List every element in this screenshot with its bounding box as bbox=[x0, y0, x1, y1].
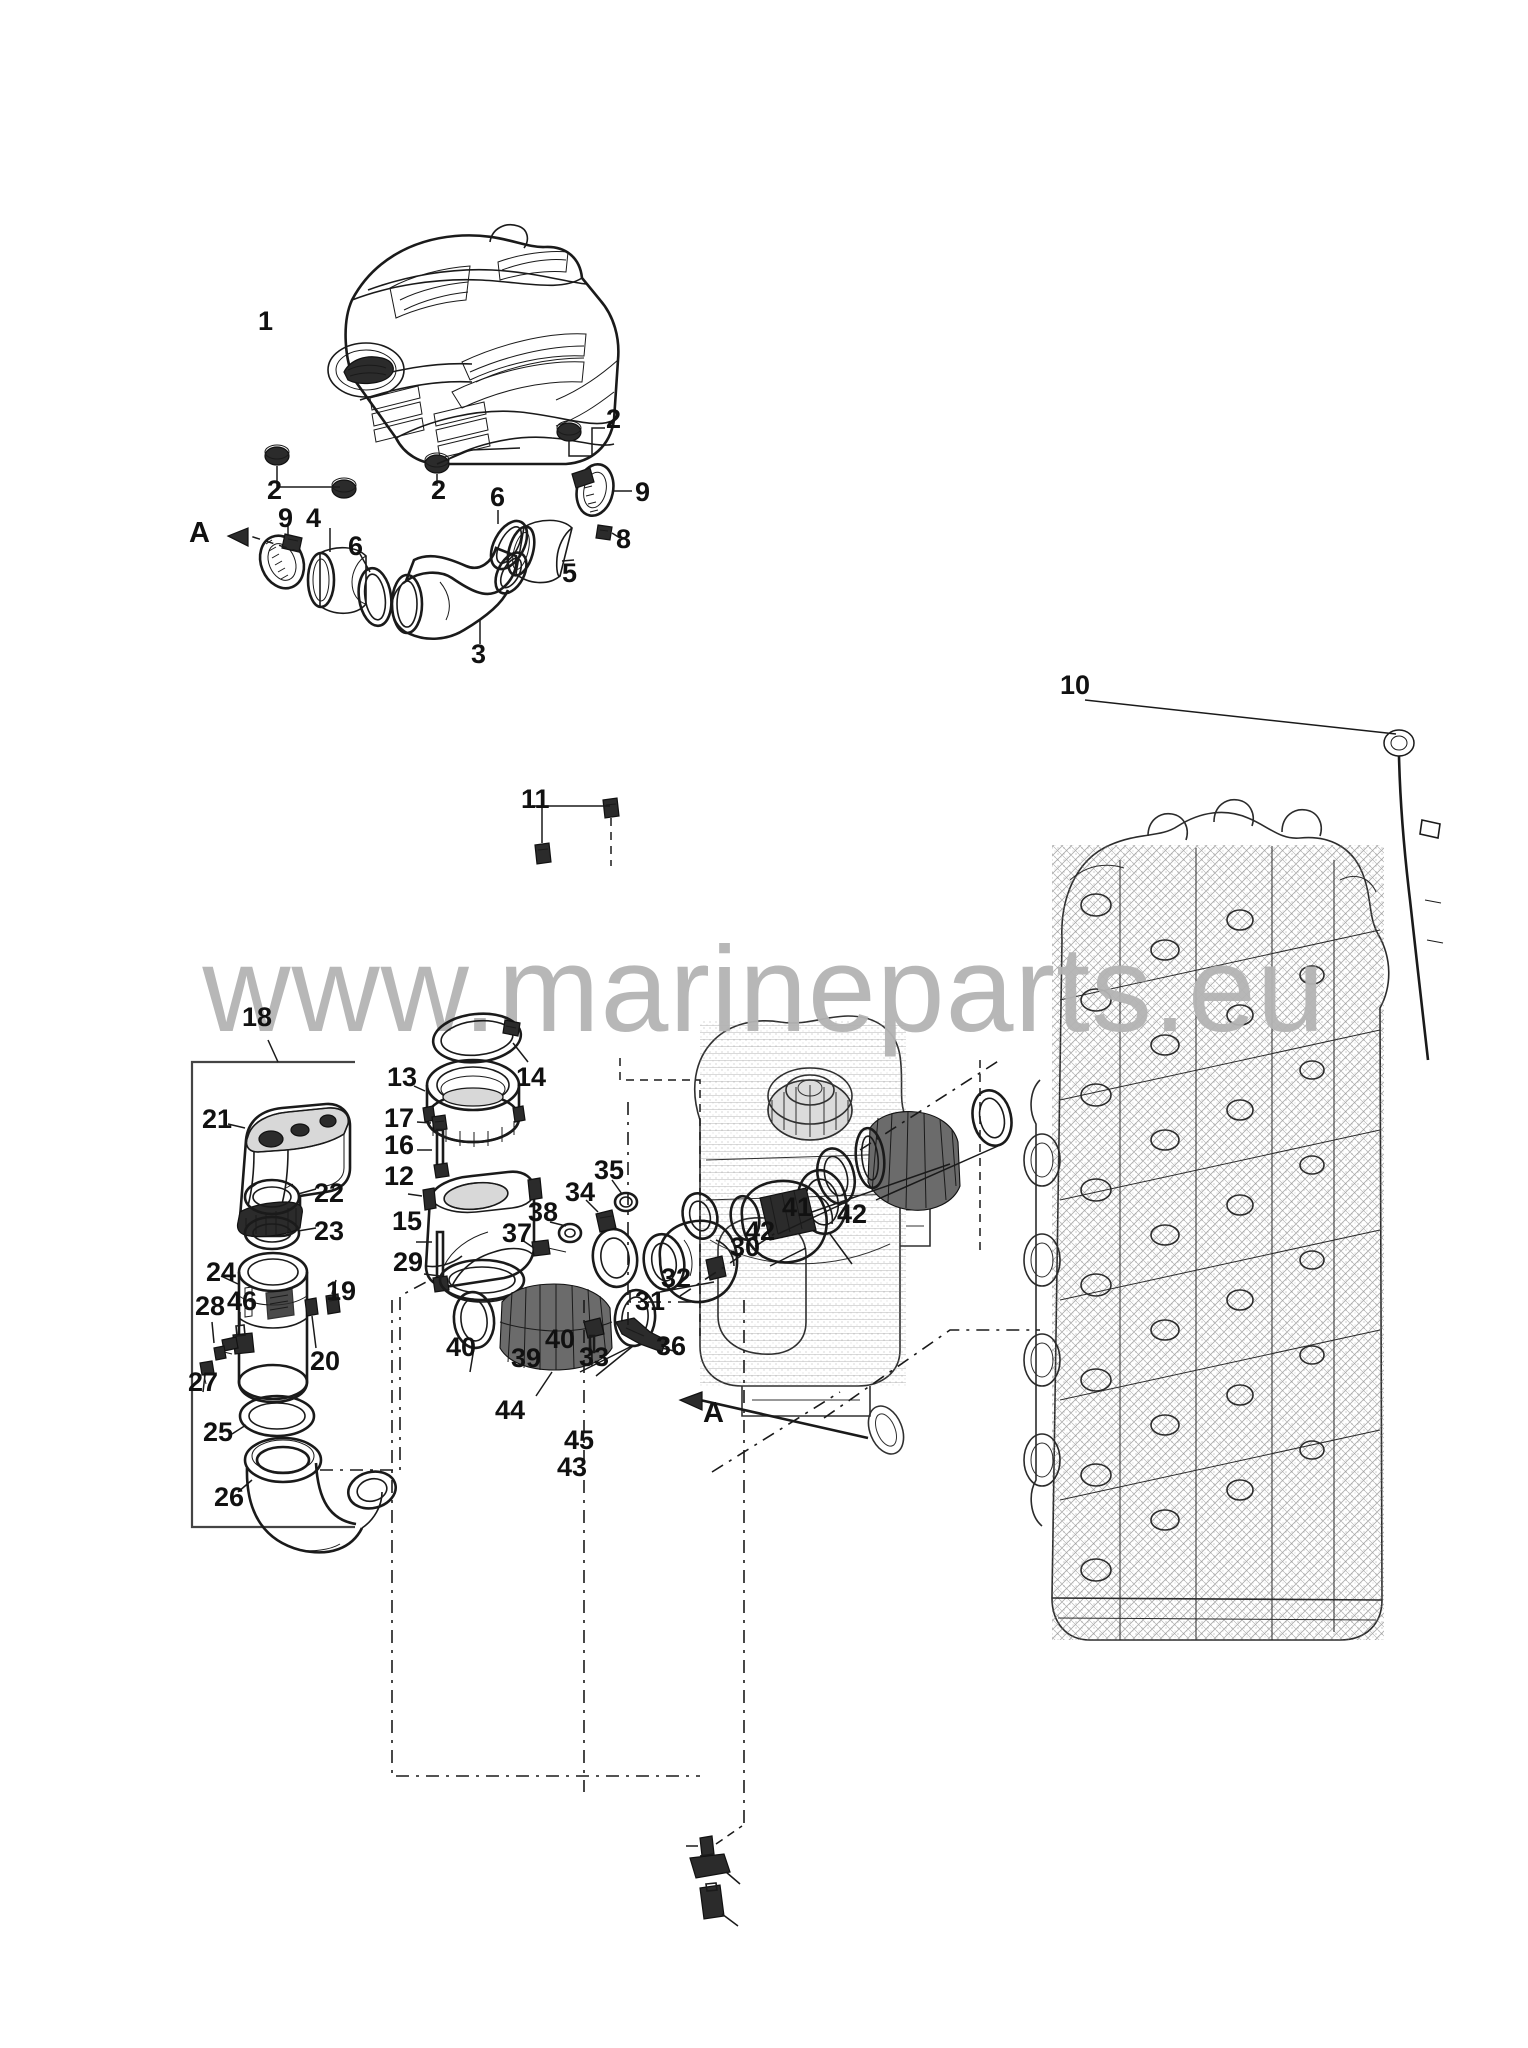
callout-9-left: 9 bbox=[278, 503, 294, 533]
callout-12: 12 bbox=[384, 1161, 415, 1191]
part-9-clamp-right bbox=[571, 462, 632, 518]
section-marker-a-right: A bbox=[703, 1397, 724, 1429]
callout-43: 43 bbox=[557, 1452, 588, 1482]
route-dash-41-engine bbox=[859, 1059, 1001, 1151]
callout-35: 35 bbox=[594, 1155, 625, 1185]
callout-10: 10 bbox=[1060, 670, 1091, 700]
callout-8: 8 bbox=[616, 524, 632, 554]
callout-5: 5 bbox=[562, 558, 578, 588]
callout-2-a: 2 bbox=[606, 404, 622, 434]
callout-32: 32 bbox=[661, 1263, 692, 1293]
callout-1: 1 bbox=[258, 306, 274, 336]
part-29-gasket-ring bbox=[423, 1258, 526, 1303]
callout-27: 27 bbox=[188, 1367, 219, 1397]
part-26-elbow-hose bbox=[237, 1436, 397, 1554]
callout-3: 3 bbox=[471, 639, 487, 669]
callout-17: 17 bbox=[384, 1103, 415, 1133]
part-9-clamp-left bbox=[258, 524, 306, 590]
part-17-nut bbox=[416, 1114, 448, 1132]
section-marker-a-left: A bbox=[189, 517, 210, 549]
callout-41: 41 bbox=[782, 1192, 813, 1222]
callout-36: 36 bbox=[656, 1331, 687, 1361]
callout-4: 4 bbox=[306, 503, 322, 533]
part-13-adapter bbox=[413, 1058, 526, 1147]
part-20-plug bbox=[304, 1297, 319, 1349]
part-28-screw bbox=[211, 1321, 233, 1361]
callout-29: 29 bbox=[393, 1247, 424, 1277]
callout-25: 25 bbox=[203, 1417, 234, 1447]
part-6-seal-ring-left bbox=[357, 553, 393, 628]
route-dash-engine-1 bbox=[823, 1329, 1040, 1419]
callout-44: 44 bbox=[495, 1395, 526, 1425]
callout-20: 20 bbox=[310, 1346, 341, 1376]
part-43-sensor bbox=[699, 1882, 739, 1927]
callout-6-right: 6 bbox=[490, 482, 506, 512]
leader-10 bbox=[1084, 699, 1397, 735]
callout-13: 13 bbox=[387, 1062, 418, 1092]
callout-6-left: 6 bbox=[348, 531, 364, 561]
callout-19: 19 bbox=[326, 1276, 357, 1306]
callout-42-a: 42 bbox=[745, 1216, 776, 1246]
part-46-sensor bbox=[221, 1312, 255, 1355]
callout-40-left: 40 bbox=[446, 1332, 477, 1362]
part-3-intake-tube bbox=[390, 546, 528, 644]
callout-24: 24 bbox=[206, 1257, 237, 1287]
site-watermark: www.marineparts.eu bbox=[202, 921, 1326, 1057]
callout-33: 33 bbox=[579, 1342, 610, 1372]
callout-16: 16 bbox=[384, 1130, 415, 1160]
callout-26: 26 bbox=[214, 1482, 245, 1512]
callout-21: 21 bbox=[202, 1104, 233, 1134]
part-42-oring-right bbox=[875, 1089, 1013, 1201]
part-1-engine-cover bbox=[327, 224, 620, 466]
callout-40-right: 40 bbox=[545, 1324, 576, 1354]
callout-11: 11 bbox=[521, 784, 550, 814]
callout-45: 45 bbox=[564, 1425, 595, 1455]
callout-2-c: 2 bbox=[431, 475, 447, 505]
callout-28: 28 bbox=[195, 1291, 226, 1321]
part-45-sensor bbox=[689, 1825, 743, 1885]
part-41-bellows bbox=[811, 1110, 961, 1213]
route-dash-left bbox=[391, 1300, 700, 1777]
callout-42-b: 42 bbox=[837, 1199, 868, 1229]
callout-38: 38 bbox=[528, 1197, 559, 1227]
callout-46: 46 bbox=[227, 1286, 258, 1316]
callout-23: 23 bbox=[314, 1216, 345, 1246]
part-6-seal-ring-right bbox=[489, 510, 529, 571]
part-32-oring-left bbox=[591, 1227, 639, 1289]
route-dash-A bbox=[711, 1391, 841, 1473]
callout-18: 18 bbox=[242, 1002, 273, 1032]
callout-2-b: 2 bbox=[267, 475, 283, 505]
callout-15: 15 bbox=[392, 1206, 423, 1236]
part-23-oring bbox=[243, 1215, 317, 1251]
callout-34: 34 bbox=[565, 1177, 596, 1207]
part-25-oring bbox=[231, 1394, 316, 1438]
callout-9-right: 9 bbox=[635, 477, 651, 507]
callout-22: 22 bbox=[314, 1178, 345, 1208]
callout-14: 14 bbox=[516, 1062, 547, 1092]
part-44-screw bbox=[686, 1835, 715, 1857]
part-22-oring bbox=[243, 1178, 317, 1216]
callout-39: 39 bbox=[511, 1343, 542, 1373]
part-16-stud bbox=[417, 1128, 450, 1179]
